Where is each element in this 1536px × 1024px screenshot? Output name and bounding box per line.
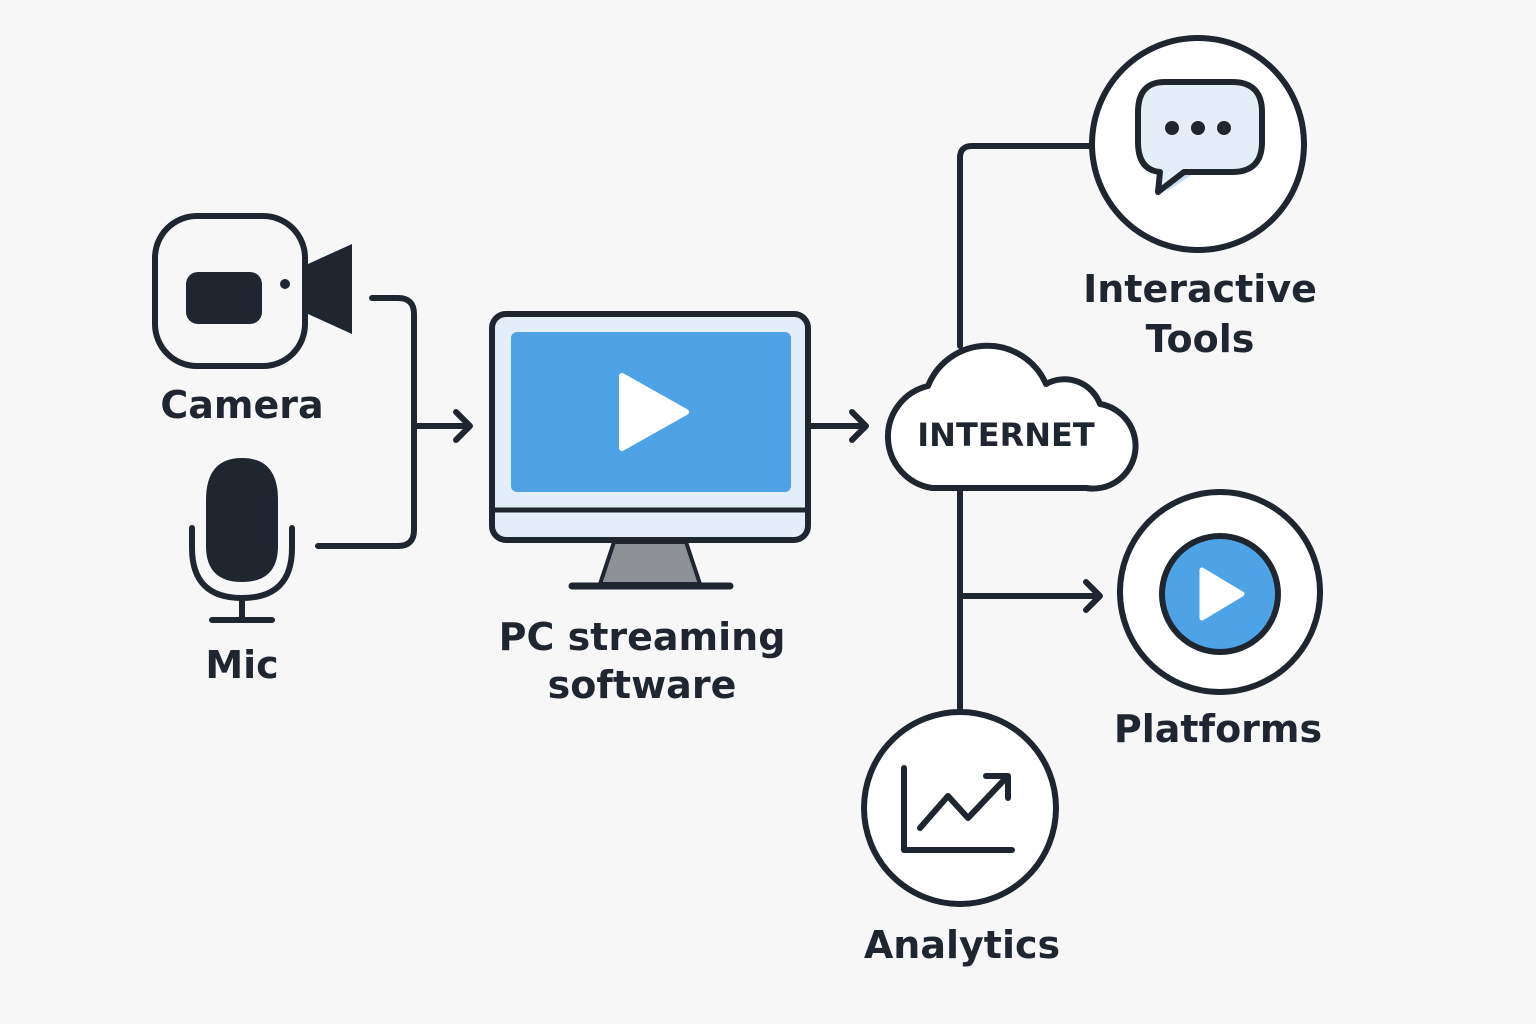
internet-label: INTERNET [917, 416, 1095, 454]
pc-label-line1: PC streaming [499, 615, 786, 659]
video-camera-icon [152, 213, 352, 369]
to-pc-arrow [411, 409, 473, 443]
pc-node: PC streaming software [489, 311, 811, 707]
camera-node: Camera [152, 213, 352, 427]
pc-label-line2: software [548, 663, 737, 707]
internet-to-platforms-arrow [957, 579, 1103, 613]
platforms-node: Platforms [1114, 489, 1323, 751]
analytics-node: Analytics [861, 709, 1060, 967]
cloud-icon [884, 342, 1139, 492]
interactive-tools-label-line1: Interactive [1083, 267, 1317, 311]
connectors [315, 143, 1103, 715]
mic-node: Mic [189, 458, 295, 687]
platforms-label: Platforms [1114, 707, 1322, 751]
camera-label: Camera [160, 383, 323, 427]
play-circle-icon [1159, 533, 1281, 655]
pc-to-internet-arrow [807, 409, 869, 443]
chat-bubble-icon [1135, 79, 1265, 195]
mic-label: Mic [205, 643, 278, 687]
interactive-tools-label-line2: Tools [1146, 317, 1255, 361]
line-chart-icon [901, 765, 1015, 853]
analytics-label: Analytics [864, 923, 1060, 967]
camera-connector [369, 295, 417, 429]
monitor-play-icon [489, 311, 811, 590]
interactive-tools-node: Interactive Tools [1083, 35, 1317, 361]
mic-connector [315, 423, 417, 549]
internet-node: INTERNET [884, 342, 1139, 492]
internet-to-tools-connector [957, 143, 1095, 349]
microphone-icon [189, 458, 295, 623]
